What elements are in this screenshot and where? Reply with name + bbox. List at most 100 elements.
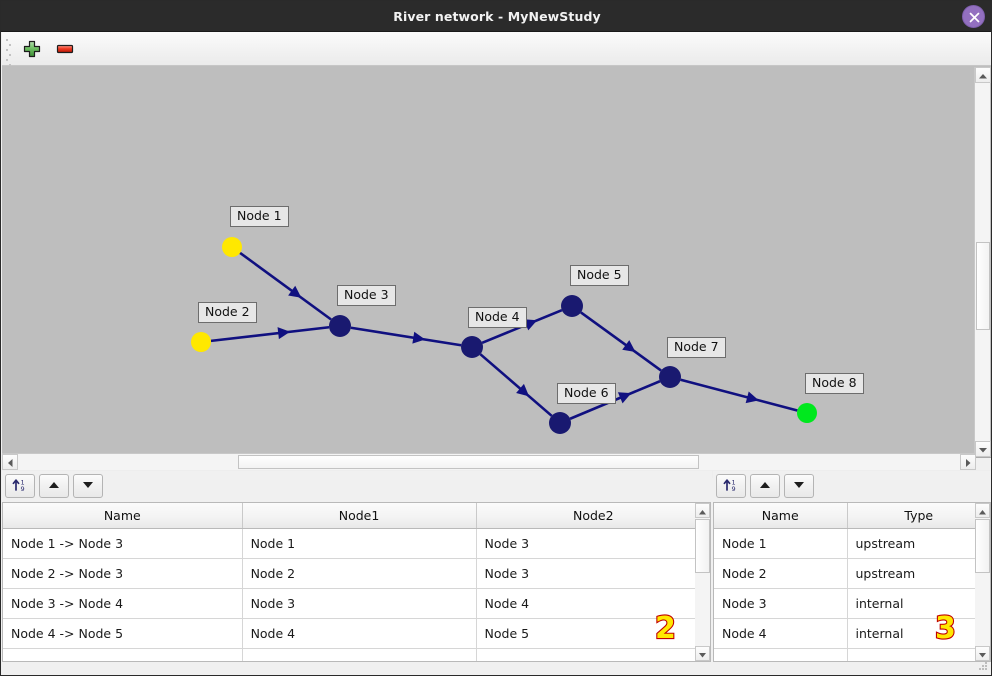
graph-drawing-area[interactable]: Node 1 Node 2 Node 3 Node 4 Node 5 Node 6 Node… [2,66,968,454]
node-table-vertical-scrollbar[interactable] [975,502,991,662]
cell-empty[interactable] [847,648,990,661]
river-network-canvas[interactable]: Node 1 Node 2 Node 3 Node 4 Node 5 Node 6 Node… [2,66,991,458]
cell-name[interactable]: Node 2 [714,558,848,589]
cell-name[interactable]: Node 1 [714,528,848,559]
cell-name[interactable]: Node 3 [714,588,848,619]
node-move-up-button[interactable] [750,474,780,498]
add-node-icon[interactable] [20,38,44,60]
cell-type[interactable]: upstream [847,558,990,589]
cell-node2[interactable]: Node 3 [476,558,710,589]
graph-node-node-3[interactable] [329,315,351,337]
graph-edge[interactable] [680,378,798,412]
window-resize-grip[interactable] [978,662,988,672]
cell-node1[interactable]: Node 1 [242,528,477,559]
cell-name[interactable]: Node 1 -> Node 3 [3,528,243,559]
graph-node-label-node-2[interactable]: Node 2 [198,302,257,323]
node-sort-button[interactable]: 1 9 [716,474,746,498]
table-row-empty[interactable] [3,648,710,661]
reach-move-down-button[interactable] [73,474,103,498]
remove-node-icon[interactable] [53,38,77,60]
close-icon[interactable] [962,5,985,28]
graph-node-node-8[interactable] [797,403,817,423]
canvas-horizontal-scroll-thumb[interactable] [238,455,699,469]
graph-node-label-node-1[interactable]: Node 1 [230,206,289,227]
table-row-empty[interactable] [714,648,990,661]
cell-name[interactable]: Node 3 -> Node 4 [3,588,243,619]
scroll-down-icon[interactable] [975,646,990,661]
canvas-vertical-scrollbar[interactable] [974,67,991,457]
scroll-right-icon[interactable] [960,454,976,470]
graph-edge[interactable] [210,325,330,343]
graph-node-label-node-8[interactable]: Node 8 [805,373,864,394]
graph-edge-arrow-icon [277,327,291,340]
cell-empty[interactable] [714,648,848,661]
cell-node1[interactable]: Node 4 [242,618,477,649]
graph-node-node-7[interactable] [659,366,681,388]
graph-node-label-node-4[interactable]: Node 4 [468,307,527,328]
node-table-scroll-thumb[interactable] [975,519,990,573]
cell-name[interactable]: Node 4 -> Node 5 [3,618,243,649]
graph-edge[interactable] [239,251,332,321]
scroll-down-icon[interactable] [975,441,991,457]
cell-type[interactable]: internal [847,618,990,649]
graph-edge[interactable] [479,353,553,417]
scroll-up-icon[interactable] [975,503,990,518]
column-header-name[interactable]: Name [3,503,243,529]
cell-node2[interactable]: Node 5 [476,618,710,649]
svg-text:1: 1 [732,478,736,486]
graph-node-node-4[interactable] [461,336,483,358]
scroll-up-icon[interactable] [975,67,991,83]
column-header-node1[interactable]: Node1 [242,503,477,529]
scroll-up-icon[interactable] [695,503,710,518]
cell-type[interactable]: internal [847,588,990,619]
scroll-down-icon[interactable] [695,646,710,661]
cell-name[interactable]: Node 4 [714,618,848,649]
reach-sort-button[interactable]: 1 9 [5,474,35,498]
canvas-horizontal-scrollbar[interactable] [2,453,976,470]
canvas-vertical-scroll-thumb[interactable] [976,242,990,330]
column-header-node2[interactable]: Node2 [476,503,710,529]
cell-node1[interactable]: Node 3 [242,588,477,619]
node-move-down-button[interactable] [784,474,814,498]
cell-node1[interactable]: Node 2 [242,558,477,589]
reach-table-toolbar: 1 9 [2,471,712,502]
svg-text:9: 9 [21,485,25,493]
toolbar-drag-handle[interactable] [6,39,11,66]
graph-node-node-2[interactable] [191,332,211,352]
graph-node-node-1[interactable] [222,237,242,257]
graph-node-node-6[interactable] [549,412,571,434]
graph-node-node-5[interactable] [561,295,583,317]
cell-type[interactable]: upstream [847,528,990,559]
graph-node-label-node-5[interactable]: Node 5 [570,265,629,286]
reach-move-up-button[interactable] [39,474,69,498]
reach-table-scroll-thumb[interactable] [695,519,710,573]
graph-node-label-node-6[interactable]: Node 6 [557,383,616,404]
column-header-type[interactable]: Type [847,503,990,529]
scroll-left-icon[interactable] [2,454,18,470]
cell-empty[interactable] [3,648,243,661]
graph-edge[interactable] [350,326,462,347]
graph-edge[interactable] [580,311,662,372]
graph-node-label-node-3[interactable]: Node 3 [337,285,396,306]
column-header-name[interactable]: Name [714,503,848,529]
reach-table-vertical-scrollbar[interactable] [695,502,711,662]
graph-node-label-node-7[interactable]: Node 7 [667,337,726,358]
cell-node2[interactable]: Node 4 [476,588,710,619]
annotation-2: 2 [654,610,677,647]
cell-empty[interactable] [242,648,477,661]
cell-node2[interactable]: Node 3 [476,528,710,559]
cell-name[interactable]: Node 2 -> Node 3 [3,558,243,589]
cell-empty[interactable] [476,648,710,661]
